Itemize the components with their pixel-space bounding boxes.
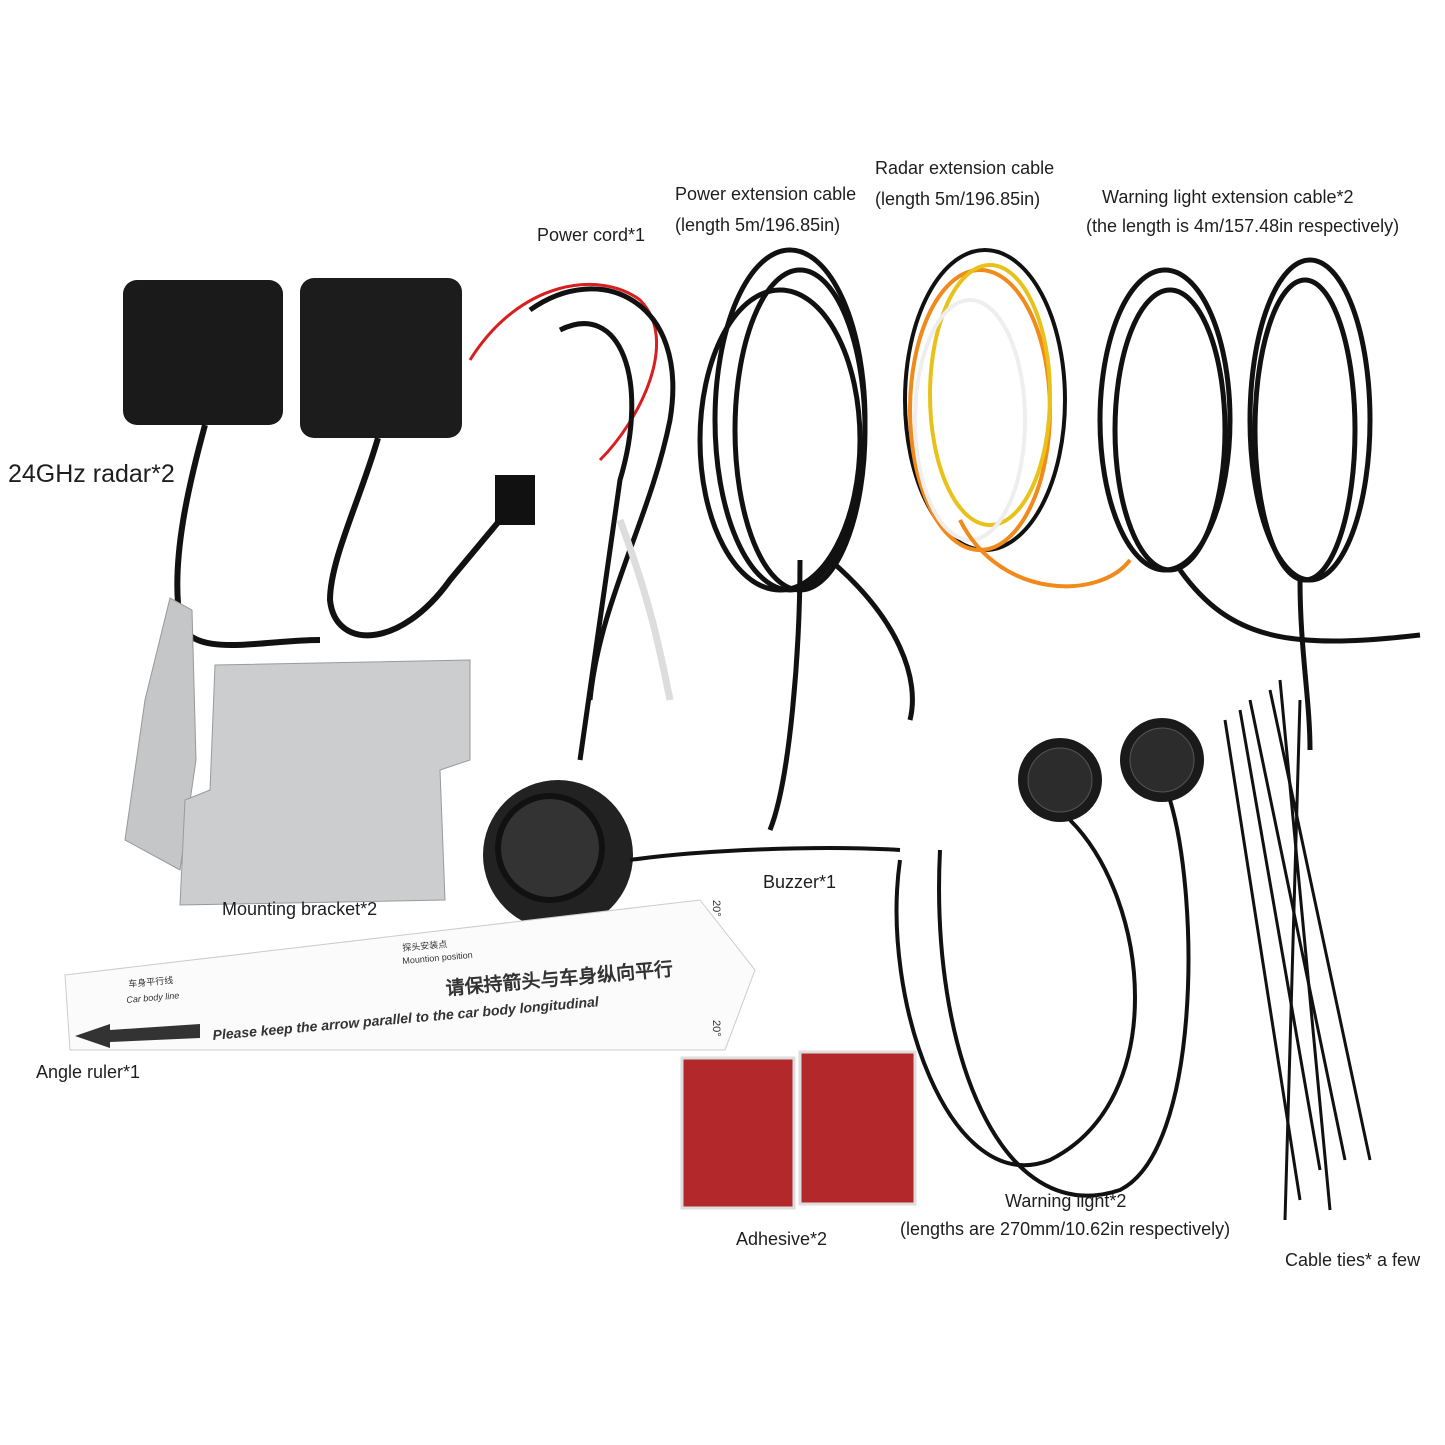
warning-light-extension-cables (1097, 257, 1421, 751)
label-buzzer: Buzzer*1 (763, 872, 837, 892)
label-radar: 24GHz radar*2 (8, 460, 175, 488)
label-adhesive: Adhesive*2 (736, 1229, 828, 1249)
cable-ties (1223, 679, 1372, 1221)
angle-ruler (64, 899, 756, 1051)
label-power-extension: Power extension cable (675, 184, 857, 204)
radar-sensor-right (300, 278, 503, 639)
label-warning-extension: Warning light extension cable*2 (1102, 187, 1354, 207)
buzzer (483, 780, 901, 930)
label-power-extension-length: (length 5m/196.85in) (675, 215, 841, 235)
radar-extension-cable (903, 248, 1132, 589)
power-extension-cable (697, 247, 915, 831)
label-radar-extension: Radar extension cable (875, 158, 1055, 178)
label-warning-extension-length: (the length is 4m/157.48in respectively) (1086, 216, 1400, 236)
adhesive-pads (680, 1050, 917, 1210)
warning-lights (894, 718, 1204, 1198)
label-power-cord: Power cord*1 (537, 225, 646, 245)
label-cable-ties: Cable ties* a few (1285, 1250, 1421, 1270)
label-warning-light-length: (lengths are 270mm/10.62in respectively) (900, 1219, 1231, 1239)
power-cord (468, 282, 676, 761)
ruler-angle-top: 20° (710, 900, 722, 917)
label-warning-light: Warning light*2 (1005, 1191, 1127, 1211)
label-mounting-bracket: Mounting bracket*2 (222, 899, 378, 919)
ruler-angle-bottom: 20° (710, 1020, 722, 1037)
label-angle-ruler: Angle ruler*1 (36, 1062, 141, 1082)
label-radar-extension-length: (length 5m/196.85in) (875, 189, 1041, 209)
mounting-bracket (124, 597, 471, 906)
